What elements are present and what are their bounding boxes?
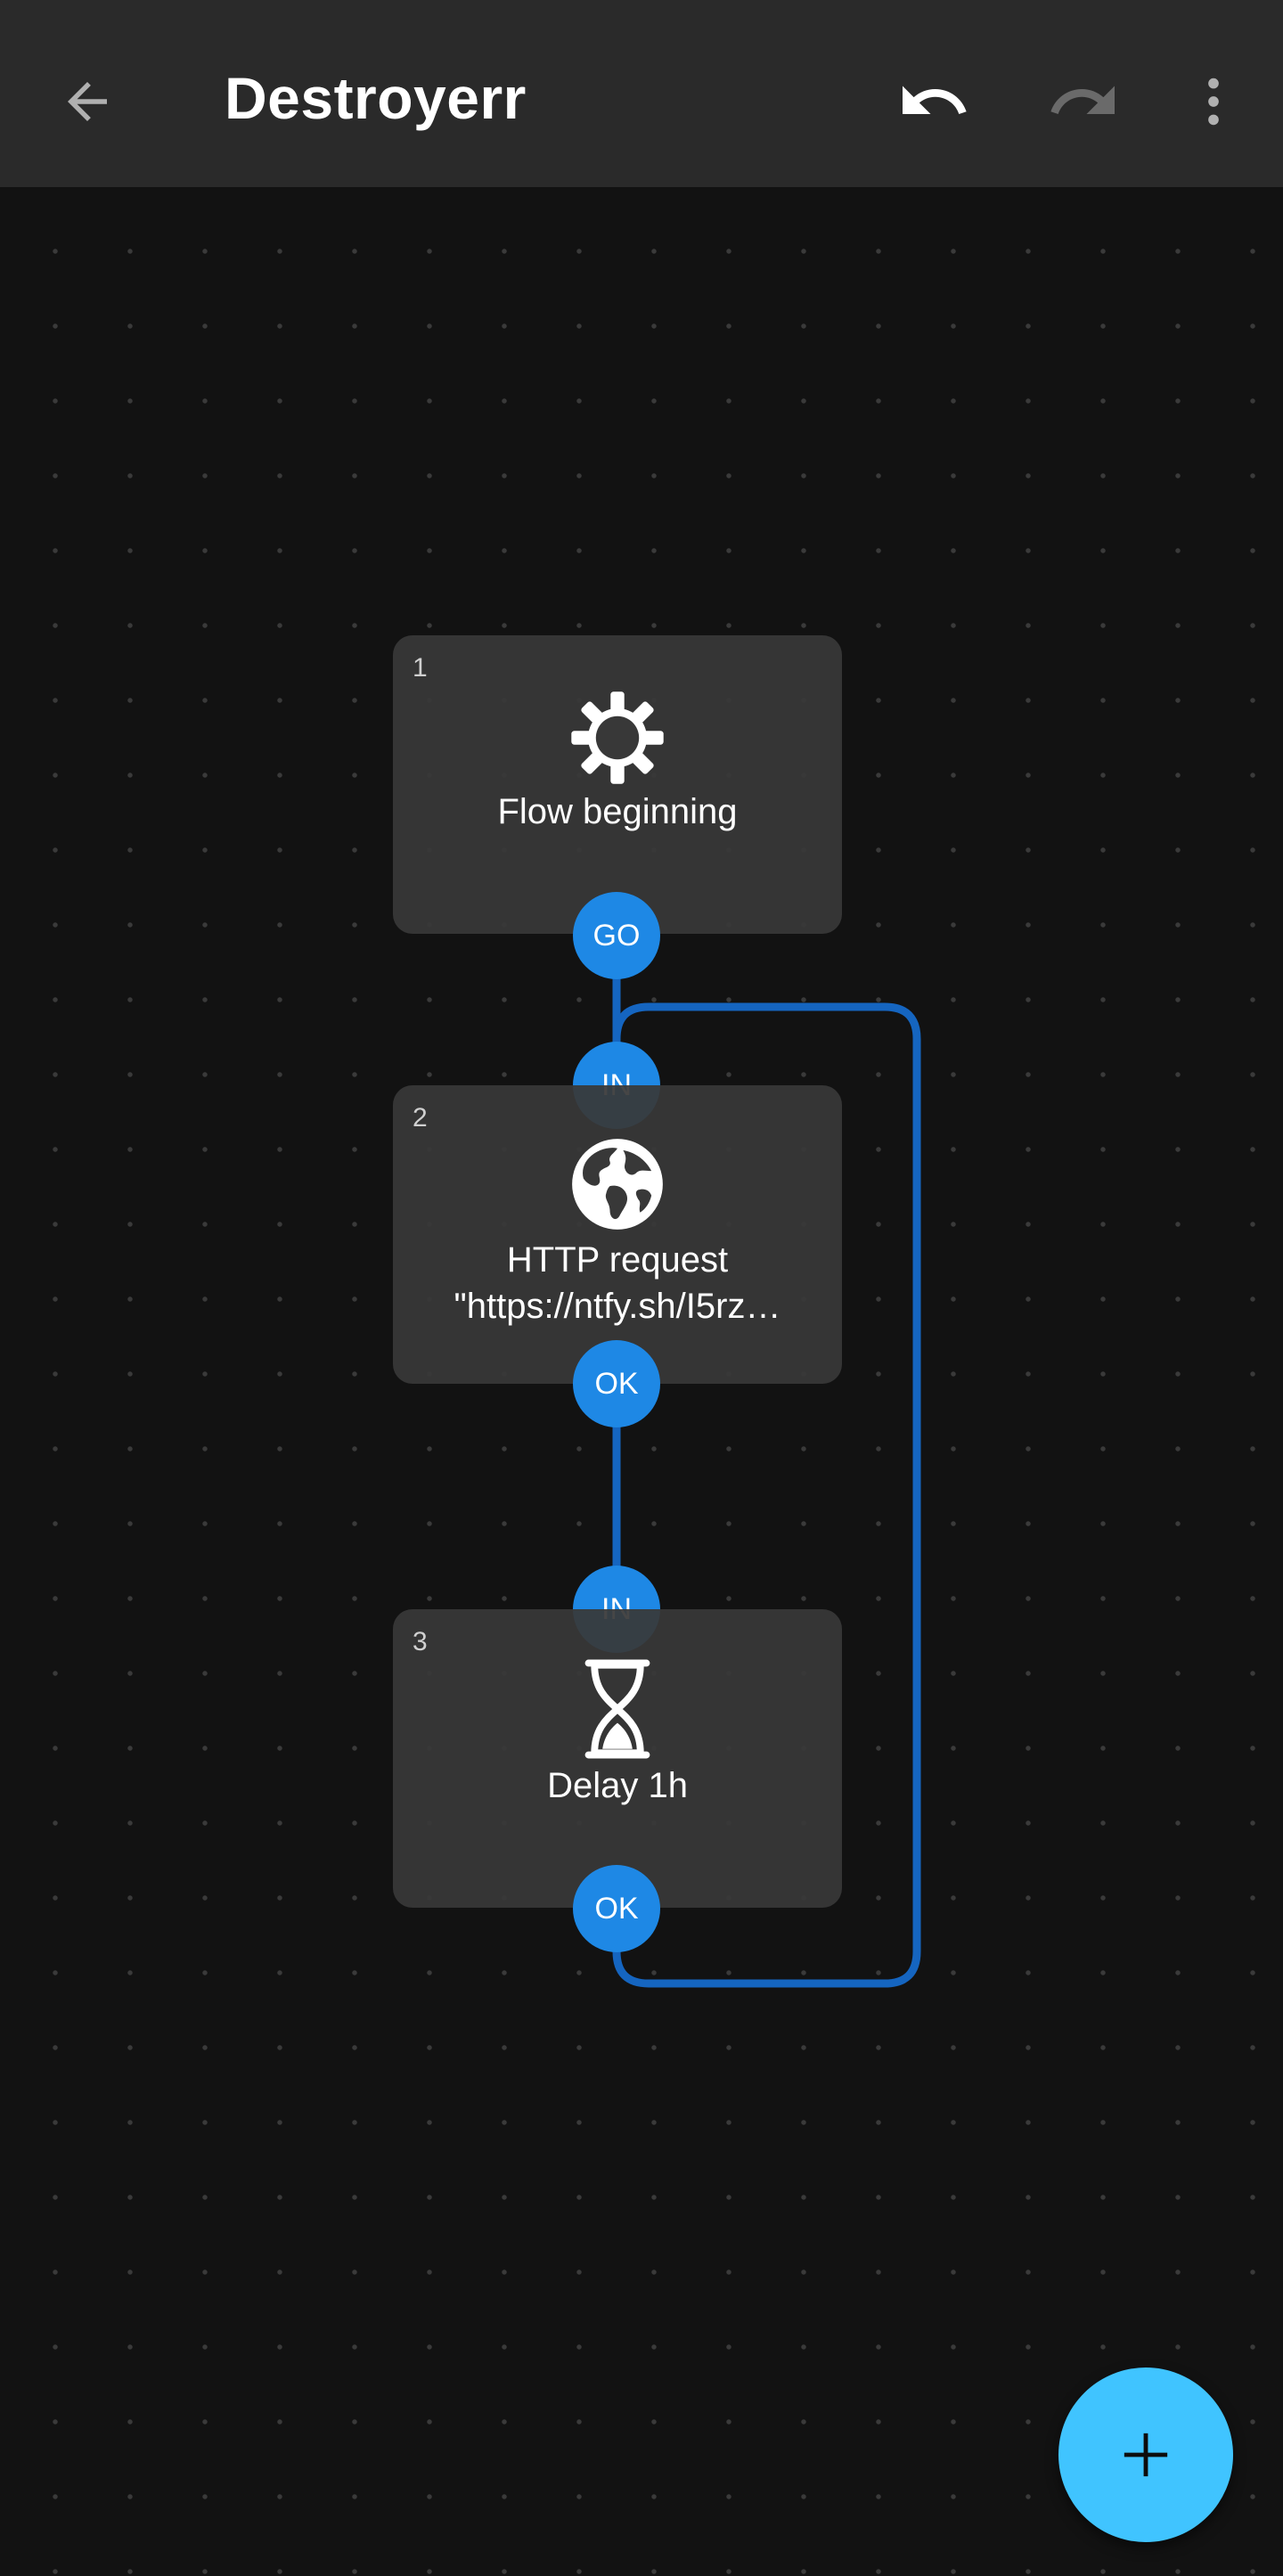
app-bar: Destroyerr (0, 0, 1283, 187)
gear-icon (571, 691, 664, 784)
plus-icon (1124, 2433, 1168, 2477)
flow-node-1[interactable]: 1 Flow beginning (393, 635, 842, 934)
undo-icon (903, 86, 967, 114)
undo-button[interactable] (880, 48, 987, 155)
node-label: Flow beginning (497, 792, 738, 831)
node-label: HTTP request "https://ntfy.sh/I5rz… (454, 1240, 781, 1326)
back-button[interactable] (34, 48, 141, 155)
flow-node-3[interactable]: 3 Delay 1h (393, 1609, 842, 1908)
link-ok-3-loop-to-in-2 (612, 1002, 921, 1988)
node-number: 3 (413, 1627, 428, 1656)
redo-button[interactable] (1030, 48, 1137, 155)
node-1-port-go[interactable]: GO (573, 892, 660, 979)
add-node-button[interactable] (1058, 2367, 1233, 2542)
hourglass-icon (584, 1659, 650, 1759)
node-number: 1 (413, 653, 428, 683)
node-number: 2 (413, 1103, 428, 1133)
node-3-port-ok[interactable]: OK (573, 1865, 660, 1952)
more-vert-icon (1208, 78, 1219, 126)
globe-icon (572, 1139, 663, 1230)
arrow-left-icon (68, 82, 107, 121)
flow-node-2[interactable]: 2 HTTP request "https://ntfy.sh/I5rz… (393, 1085, 842, 1384)
redo-icon (1050, 86, 1115, 114)
more-options-button[interactable] (1160, 48, 1267, 155)
node-label: Delay 1h (547, 1766, 688, 1805)
node-2-port-ok[interactable]: OK (573, 1340, 660, 1427)
page-title: Destroyerr (225, 65, 527, 131)
